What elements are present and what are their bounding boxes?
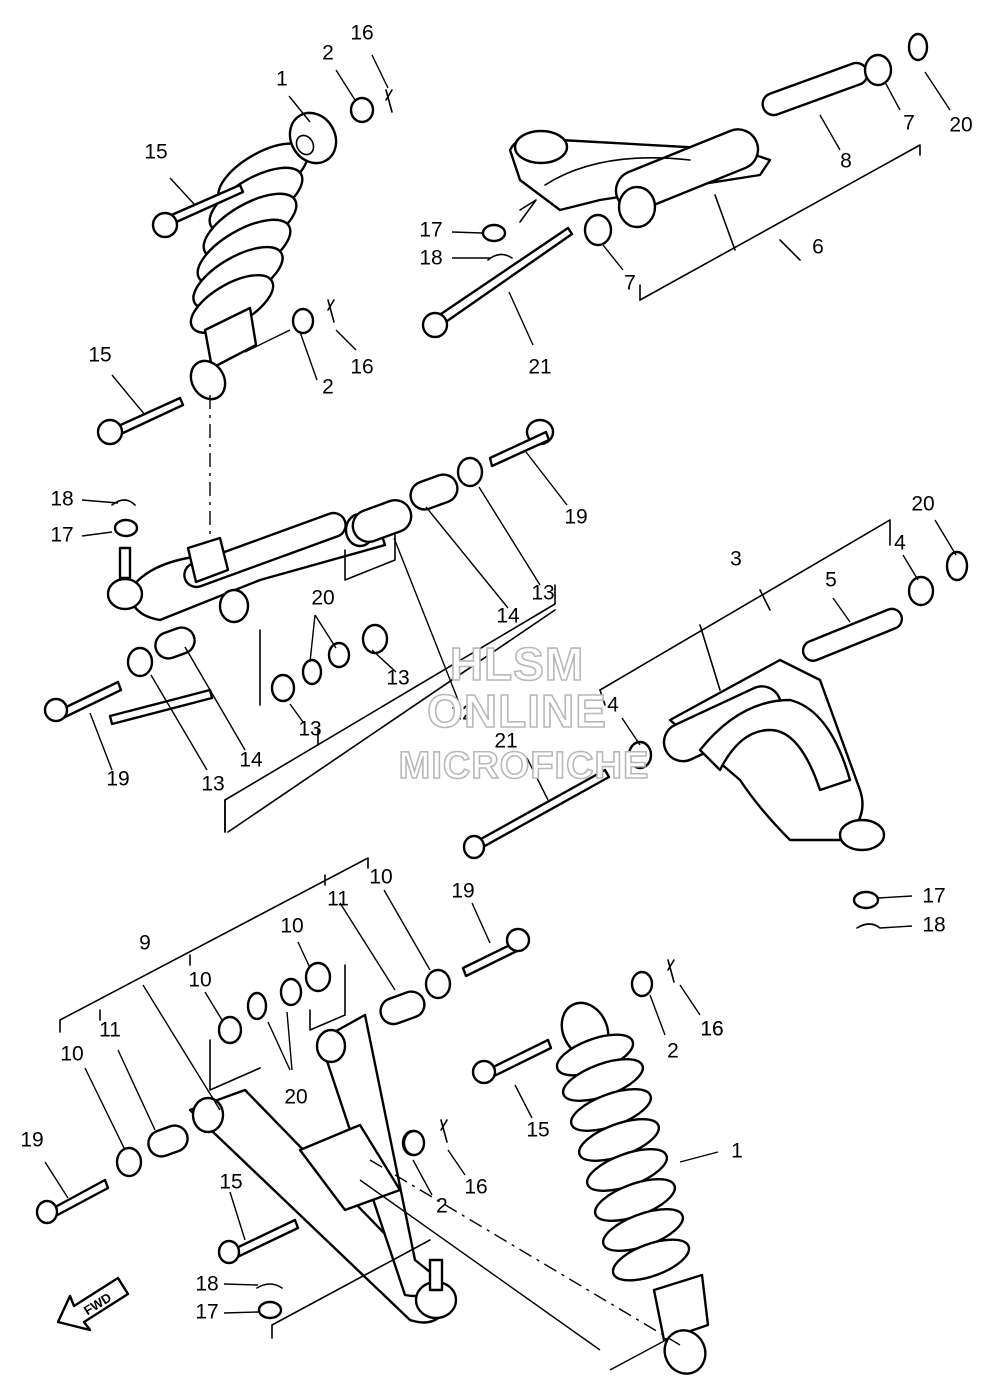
callout-label: 14 <box>496 605 520 628</box>
fasteners <box>43 89 675 1157</box>
callout-label: 16 <box>350 356 373 379</box>
callout-label: 18 <box>922 914 945 937</box>
callout-label: 16 <box>350 22 373 45</box>
alignment-lines <box>209 395 681 1346</box>
leader-lines <box>44 54 957 1371</box>
watermark: HLSM ONLINE MICROFICHE <box>398 637 650 788</box>
shock-absorber-lower <box>555 1001 710 1375</box>
lower-arm-left <box>35 927 531 1324</box>
callout-label: 5 <box>825 569 837 592</box>
callout-label: 12 <box>450 702 473 725</box>
callout-label: 19 <box>106 768 129 791</box>
callout-label: 4 <box>894 532 906 555</box>
callout-label: 18 <box>419 247 442 270</box>
callout-label: 7 <box>903 112 915 135</box>
callout-label: 13 <box>298 718 321 741</box>
callout-label: 18 <box>50 488 73 511</box>
callout-label: 2 <box>436 1195 448 1218</box>
callout-label: 11 <box>99 1019 121 1042</box>
callout-label: 19 <box>20 1129 43 1152</box>
callout-label: 20 <box>311 587 334 610</box>
callout-label: 13 <box>386 667 409 690</box>
callout-label: 10 <box>369 866 392 889</box>
callout-label: 7 <box>624 272 636 295</box>
watermark-line-3: MICROFICHE <box>399 745 650 787</box>
callout-label: 17 <box>195 1301 218 1324</box>
callout-label: 11 <box>327 888 349 911</box>
callout-label: 15 <box>526 1119 549 1142</box>
callout-label: 18 <box>195 1273 218 1296</box>
watermark-line-2: ONLINE <box>427 685 607 737</box>
callout-label: 15 <box>88 344 111 367</box>
callout-label: 16 <box>700 1018 723 1041</box>
upper-arm-right <box>421 32 929 339</box>
callout-label: 13 <box>531 582 554 605</box>
callout-label: 1 <box>276 68 288 91</box>
callout-label: 20 <box>911 493 934 516</box>
callout-label: 10 <box>60 1043 83 1066</box>
callout-label: 1 <box>731 1140 743 1163</box>
watermark-line-1: HLSM <box>450 638 584 690</box>
callout-label: 10 <box>188 969 211 992</box>
callout-label: 16 <box>464 1176 487 1199</box>
callout-label: 15 <box>144 141 167 164</box>
callout-label: 6 <box>812 236 824 259</box>
callout-label: 13 <box>201 773 224 796</box>
callout-label: 2 <box>667 1040 679 1063</box>
callout-labels: 1 2 16 15 2 16 15 18 17 19 13 14 12 20 1… <box>20 22 972 1324</box>
callout-label: 10 <box>280 915 303 938</box>
callout-label: 21 <box>494 730 517 753</box>
callout-label: 16 <box>700 1018 723 1041</box>
callout-label: 20 <box>949 114 972 137</box>
callout-label: 15 <box>219 1171 242 1194</box>
upper-arm-left <box>106 418 555 726</box>
callout-label: 21 <box>528 356 551 379</box>
shock-absorber-upper <box>189 111 338 401</box>
callout-label: 17 <box>419 219 442 242</box>
callout-label: 9 <box>139 932 151 955</box>
callout-label: 3 <box>730 548 742 571</box>
callout-label: 17 <box>50 524 73 547</box>
callout-label: 2 <box>322 42 334 65</box>
lower-arm-right <box>462 550 969 929</box>
callout-label: 14 <box>239 749 263 772</box>
callout-label: 17 <box>922 885 945 908</box>
callout-label: 19 <box>564 506 587 529</box>
callout-label: 20 <box>284 1086 307 1109</box>
callout-label: 19 <box>451 880 474 903</box>
forward-direction-arrow: FWD <box>56 1276 130 1332</box>
callout-label: 2 <box>322 376 334 399</box>
callout-label: 8 <box>840 150 852 173</box>
callout-label: 4 <box>607 694 619 717</box>
